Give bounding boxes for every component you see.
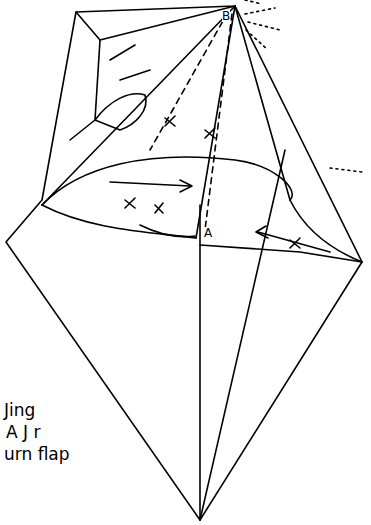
fold-arrow bbox=[258, 232, 330, 252]
point-label: A bbox=[204, 227, 212, 239]
layer-detail bbox=[95, 94, 146, 130]
curved-flap bbox=[42, 157, 292, 205]
instruction-note: A J r bbox=[6, 424, 40, 441]
outer-outline bbox=[6, 6, 362, 520]
layer-detail bbox=[110, 45, 150, 80]
fold-arrow bbox=[140, 225, 195, 237]
curved-flap bbox=[290, 200, 362, 262]
arrow-head bbox=[180, 180, 192, 192]
layer-edge bbox=[70, 40, 100, 140]
point-label: B bbox=[222, 10, 230, 22]
layer-edge bbox=[76, 6, 235, 40]
arrow-head bbox=[256, 226, 268, 238]
emphasis-rays bbox=[245, 0, 280, 50]
diagonal-crease bbox=[200, 150, 285, 520]
flap-edge bbox=[200, 245, 362, 262]
curved-flap bbox=[42, 205, 196, 238]
flap-edge bbox=[235, 6, 290, 200]
valley-fold-line bbox=[150, 12, 232, 230]
fold-arrow bbox=[110, 182, 190, 186]
instruction-note: urn flap bbox=[4, 446, 70, 463]
center-crease bbox=[199, 205, 201, 520]
crease-mark bbox=[125, 116, 300, 248]
emphasis-dots bbox=[330, 168, 362, 172]
instruction-note: Jing bbox=[4, 402, 35, 419]
